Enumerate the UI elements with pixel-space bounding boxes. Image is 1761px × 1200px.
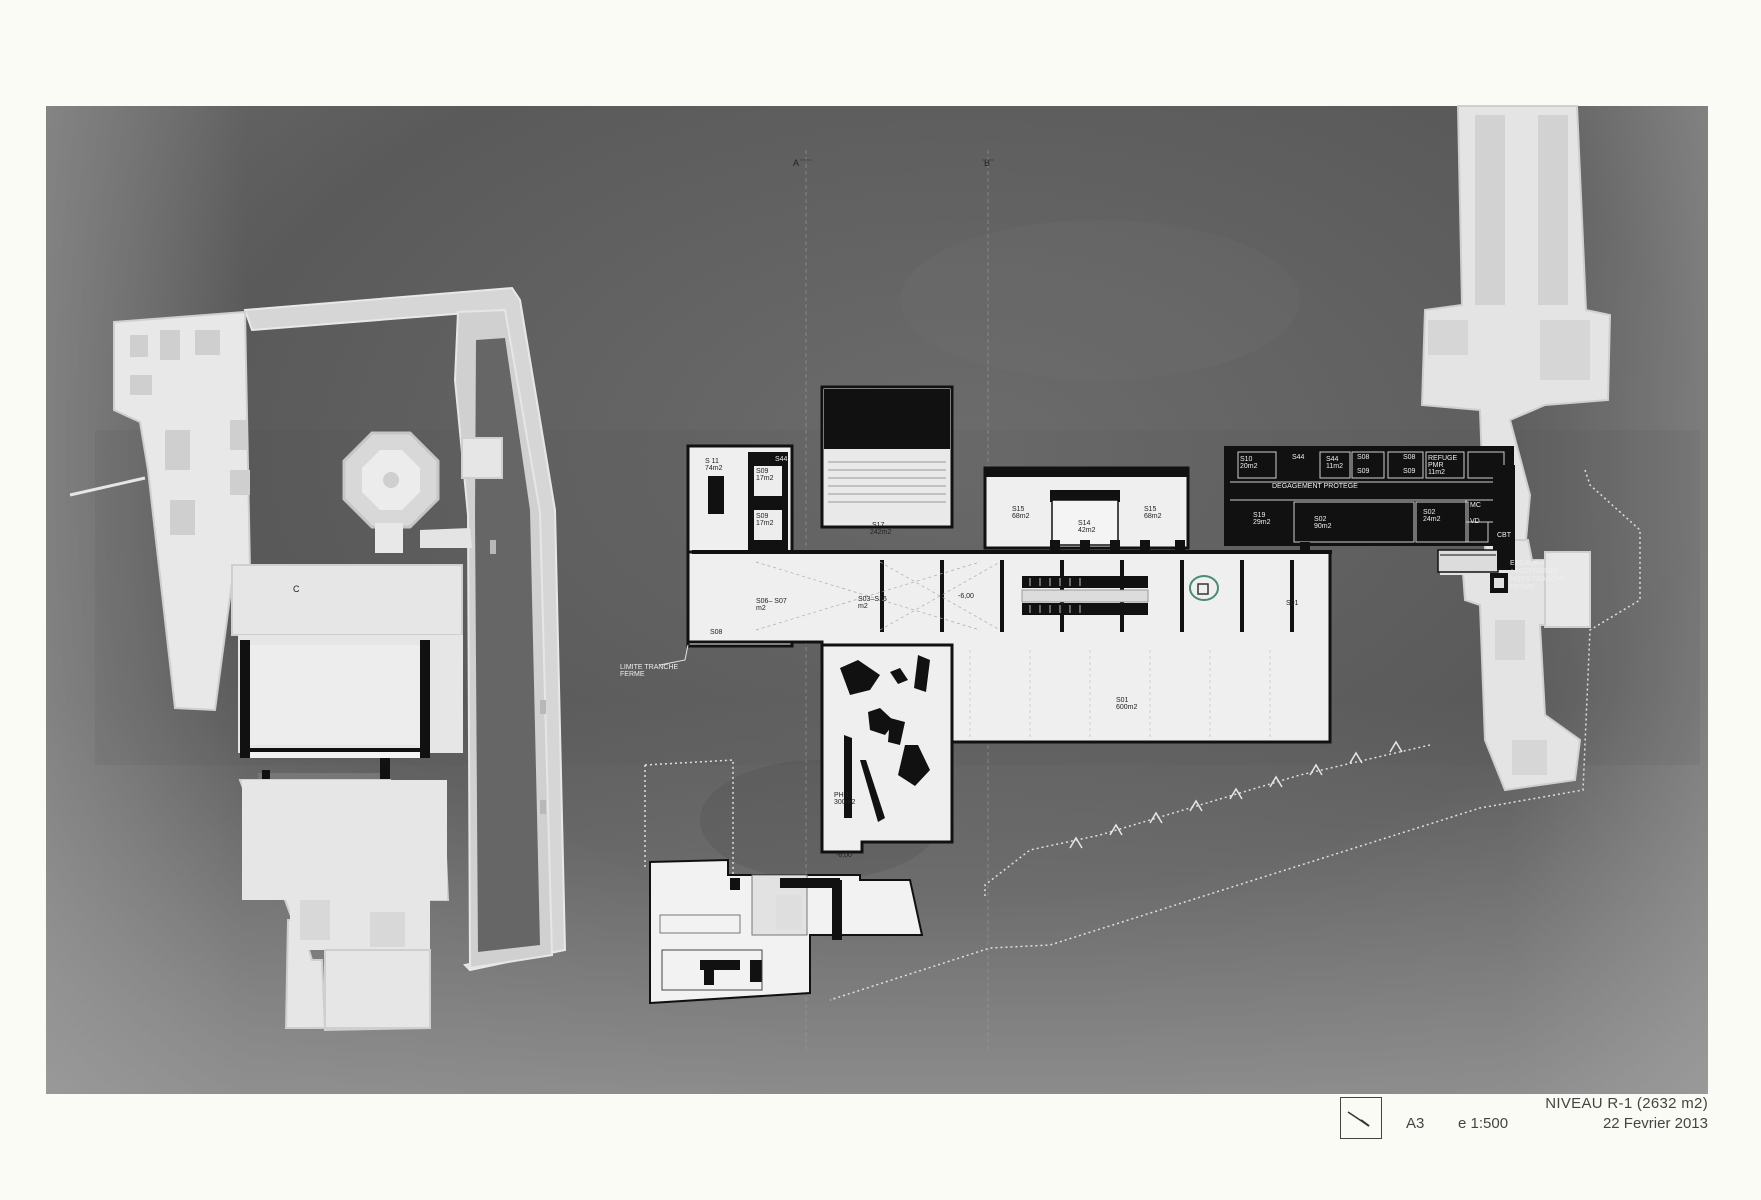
note-escalier-line1: ESCALIER [1510,560,1545,567]
room-s09c: S09 [1357,468,1370,475]
room-s11-area: 74m2 [705,465,723,472]
room-s14-area: 42m2 [1078,527,1096,534]
room-s44b: S44 [1292,454,1305,461]
level-minus6: -6,00 [958,593,974,600]
room-mc: MC [1470,502,1481,509]
room-s10-area: 20m2 [1240,463,1258,470]
room-s15b-area: 68m2 [1144,513,1162,520]
room-s09b-area: 17m2 [756,520,774,527]
room-s10-name: S10 [1240,456,1253,463]
room-refuge-area: 11m2 [1428,469,1445,476]
room-s19-name: S19 [1253,512,1266,519]
level-minus5: -6,00 [836,852,852,859]
section-mark-a: A [793,158,799,168]
room-s01b-area: 600m2 [1116,704,1138,711]
room-s44c-area: 11m2 [1326,463,1343,470]
room-s06s07-name: S06– S07 [756,598,787,605]
room-s44c-name: S44 [1326,456,1339,463]
room-s02b-area: 24m2 [1423,516,1441,523]
section-mark-c: C [293,584,300,594]
room-s15a-area: 68m2 [1012,513,1030,520]
room-s15b-name: S15 [1144,506,1157,513]
room-refuge-name: REFUGE [1428,455,1458,462]
room-s15a-name: S15 [1012,506,1025,513]
room-ph1-area: 300m2 [834,799,856,806]
room-s02a-name: S02 [1314,516,1327,523]
room-labels: S 11 74m2 S09 17m2 S09 17m2 S44 S17 242m… [705,454,1512,859]
plan-notes: LIMITE TRANCHE FERME ESCALIER +ASCENSEUR… [620,560,1566,678]
turnstile-symbol [1189,575,1220,601]
project-building: A B [649,150,1515,1050]
room-s06s07-area: m2 [756,605,766,612]
ph1-pillars [840,655,930,822]
room-refuge-pmr: PMR [1428,462,1444,469]
room-s08b: S08 [1403,454,1416,461]
room-s44a: S44 [775,456,788,463]
room-s11-name: S 11 [705,458,719,465]
room-s09a-name: S09 [756,468,769,475]
room-s19-area: 29m2 [1253,519,1271,526]
room-s02b-name: S02 [1423,509,1436,516]
drawing-scale: e 1:500 [1458,1115,1509,1132]
room-s01b-name: S01 [1116,697,1129,704]
title-block: NIVEAU R-1 (2632 m2) A3 e 1:500 22 Fevri… [1340,1095,1708,1139]
room-s03s16-area: m2 [858,603,868,610]
room-s01a: S01 [1286,600,1299,607]
room-s02a-area: 90m2 [1314,523,1332,530]
note-escalier-line3: HORS TRANCHE [1510,576,1566,583]
room-vd: VD [1470,518,1480,525]
room-s17-area: 242m2 [870,529,892,536]
room-s03s16-name: S03–S16 [858,596,887,603]
site-boundary [644,469,1641,1001]
room-ph1-name: PH 1 [834,792,850,799]
note-escalier-line4: FERME [1510,584,1535,591]
paper-format: A3 [1406,1115,1425,1132]
level-title: NIVEAU R-1 (2632 m2) [1545,1095,1708,1112]
room-s08c: S08 [710,629,723,636]
drawing-date: 22 Fevrier 2013 [1602,1115,1708,1132]
room-s17-name: S17 [872,522,885,529]
room-s14-name: S14 [1078,520,1091,527]
room-cbt: CBT [1497,532,1512,539]
west-building: C [69,286,567,1032]
note-limite-line1: LIMITE TRANCHE [620,664,679,671]
room-s09a-area: 17m2 [756,475,774,482]
room-s08a: S08 [1357,454,1370,461]
note-limite-line2: FERME [620,671,645,678]
north-arrow-icon [1340,1097,1382,1139]
section-mark-b: B [984,158,990,168]
note-degagement: DEGAGEMENT PROTEGE [1272,483,1358,490]
note-escalier-line2: +ASCENSEUR [1510,568,1558,575]
room-s09d: S09 [1403,468,1416,475]
escalators [1021,576,1149,615]
boundary-ticks [1069,740,1403,849]
room-s09b-name: S09 [756,513,769,520]
